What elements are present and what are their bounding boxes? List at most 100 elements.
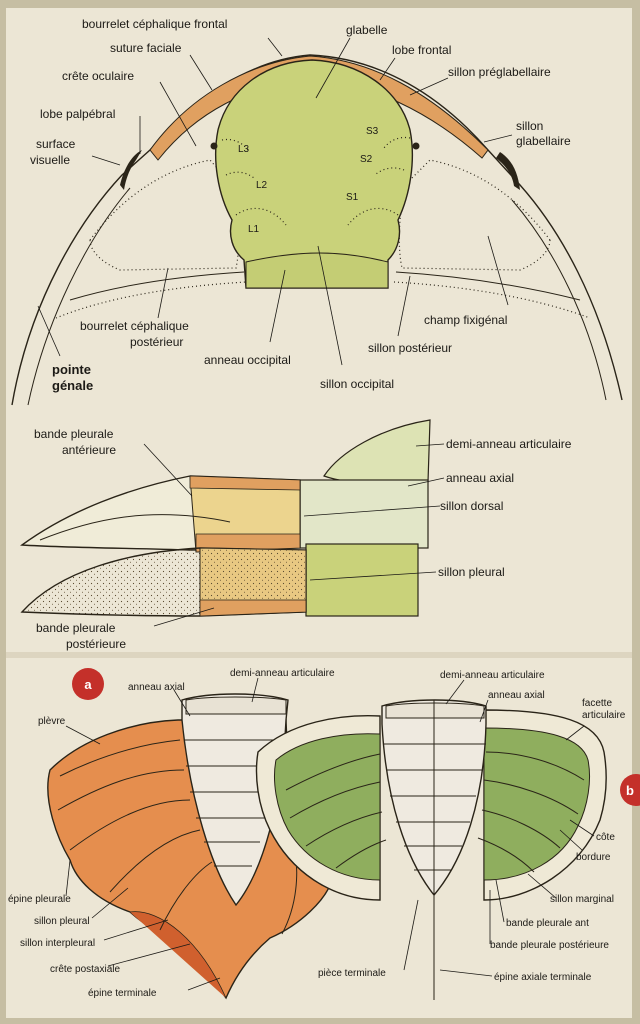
label-a-epine-pleurale: épine pleurale: [8, 894, 71, 905]
label-sillon-glabellaire-2: glabellaire: [516, 134, 571, 148]
label-bande-ant-1: bande pleurale: [34, 427, 114, 441]
label-bande-post-1: bande pleurale: [36, 621, 116, 635]
stipple-lower: [200, 548, 306, 600]
label-b-sillon-marginal: sillon marginal: [550, 894, 614, 905]
label-a-anneau-axial: anneau axial: [128, 682, 185, 693]
posterior-border-right: [395, 271, 581, 301]
label-pointe-genale-1: pointe: [52, 362, 91, 377]
label-lobe-frontal: lobe frontal: [392, 43, 451, 57]
label-surface-visuelle-1: surface: [36, 137, 76, 151]
label-b-facette-1: facette: [582, 698, 612, 709]
pygidium-a-rib-2: [57, 769, 185, 811]
label-sillon-dorsal: sillon dorsal: [440, 499, 503, 513]
pyg-b-rib-r4: [477, 837, 535, 873]
thorax-leaders: [143, 443, 445, 627]
badge-a-letter: a: [84, 677, 92, 692]
label-b-piece-terminale: pièce terminale: [318, 968, 386, 979]
pyg-b-rib-r3: [481, 809, 561, 849]
label-surface-visuelle-2: visuelle: [30, 153, 70, 167]
label-b-anneau-axial: anneau axial: [488, 690, 545, 701]
glabella: [215, 59, 414, 289]
anterior-band-strip: [189, 475, 301, 491]
label-a-sillon-interpleural: sillon interpleural: [20, 938, 95, 949]
label-bande-ant-2: antérieure: [62, 443, 116, 457]
label-bourrelet-post-1: bourrelet céphalique: [80, 319, 189, 333]
posterior-border-left: [69, 271, 245, 301]
mark-l2: L2: [256, 180, 268, 191]
glabellar-furrow-r1: [347, 207, 399, 226]
genal-inner-left: [27, 187, 131, 406]
label-pointe-genale-2: génale: [52, 378, 93, 393]
label-lobe-palpebral: lobe palpébral: [40, 107, 115, 121]
pyg-b-rib-l4: [335, 839, 387, 869]
eye-left: [120, 150, 142, 190]
pygidium-a-rib-1: [59, 739, 181, 777]
label-bande-post-2: postérieure: [66, 637, 126, 651]
pygidium-b-drawing: [255, 699, 607, 1000]
pyg-b-rib-l2: [289, 781, 381, 819]
cephalon-drawing: [11, 54, 623, 406]
mark-s3: S3: [366, 126, 379, 137]
eye-right: [496, 152, 520, 190]
label-a-demi-anneau: demi-anneau articulaire: [230, 668, 335, 679]
mark-s1: S1: [346, 192, 359, 203]
cephalon-leaders: [37, 37, 513, 366]
label-a-crete-postaxiale: crête postaxiale: [50, 964, 120, 975]
mark-l1: L1: [248, 224, 260, 235]
pygidium-b-half-ring: [385, 702, 485, 719]
pygidium-a-axis: [181, 693, 289, 907]
label-a-sillon-pleural: sillon pleural: [34, 916, 90, 927]
badge-b-letter: b: [626, 783, 634, 798]
label-b-demi-anneau: demi-anneau articulaire: [440, 670, 545, 681]
pyg-b-rib-l3: [305, 811, 383, 847]
label-crete-oculaire: crête oculaire: [62, 69, 134, 83]
cephalon-outline: [11, 54, 623, 406]
label-b-cote: côte: [596, 832, 615, 843]
label-sillon-preglabellaire: sillon préglabellaire: [448, 65, 551, 79]
posterior-band-strip-upper: [195, 533, 301, 553]
label-sillon-pleural-thorax: sillon pleural: [438, 565, 505, 579]
genal-inner-right: [511, 199, 607, 401]
label-demi-anneau-thorax: demi-anneau articulaire: [446, 437, 572, 451]
label-suture-faciale: suture faciale: [110, 41, 182, 55]
ocular-ridge-right: [412, 142, 420, 150]
pygidium-a-rib-3: [69, 799, 191, 851]
label-sillon-glabellaire-1: sillon: [516, 119, 543, 133]
mark-s2: S2: [360, 154, 373, 165]
label-sillon-occipital: sillon occipital: [320, 377, 394, 391]
label-sillon-posterieur: sillon postérieur: [368, 341, 452, 355]
mark-l3: L3: [238, 144, 250, 155]
label-a-plevre: plèvre: [38, 716, 66, 727]
pygidium-b-pleural-right: [483, 727, 591, 881]
pygidium-a-rib-4: [109, 829, 201, 893]
label-a-epine-terminale: épine terminale: [88, 988, 157, 999]
badge-b: [620, 774, 640, 806]
label-b-bordure: bordure: [576, 852, 611, 863]
label-b-facette-2: articulaire: [582, 710, 626, 721]
label-bourrelet-post-2: postérieur: [130, 335, 183, 349]
pygidium-leaders: [65, 677, 595, 991]
posterior-furrow-right: [393, 281, 591, 319]
pygidium-b-pleural-left: [274, 733, 381, 881]
ocular-ridge-left: [210, 142, 218, 150]
axial-ring-upper: [299, 479, 429, 549]
label-bourrelet-frontal: bourrelet céphalique frontal: [82, 17, 227, 31]
thorax-drawing: [20, 419, 431, 617]
glabellar-furrow-l1: [235, 207, 287, 226]
label-b-bande-ant: bande pleurale ant: [506, 918, 589, 929]
label-b-epine-axiale: épine axiale terminale: [494, 972, 592, 983]
pyg-b-rib-l1: [285, 753, 381, 791]
badge-a: [72, 668, 104, 700]
panel-divider: [6, 652, 632, 658]
axial-ring-lower: [305, 543, 419, 617]
label-b-bande-post: bande pleurale postérieure: [490, 940, 609, 951]
occipital-ring: [245, 252, 389, 289]
label-anneau-axial-thorax: anneau axial: [446, 471, 514, 485]
pyg-b-rib-r1: [485, 751, 585, 781]
label-anneau-occipital: anneau occipital: [204, 353, 291, 367]
pygidium-a-rib-5: [159, 861, 213, 931]
label-champ-fixigenal: champ fixigénal: [424, 313, 507, 327]
pyg-b-rib-r2: [483, 779, 579, 815]
